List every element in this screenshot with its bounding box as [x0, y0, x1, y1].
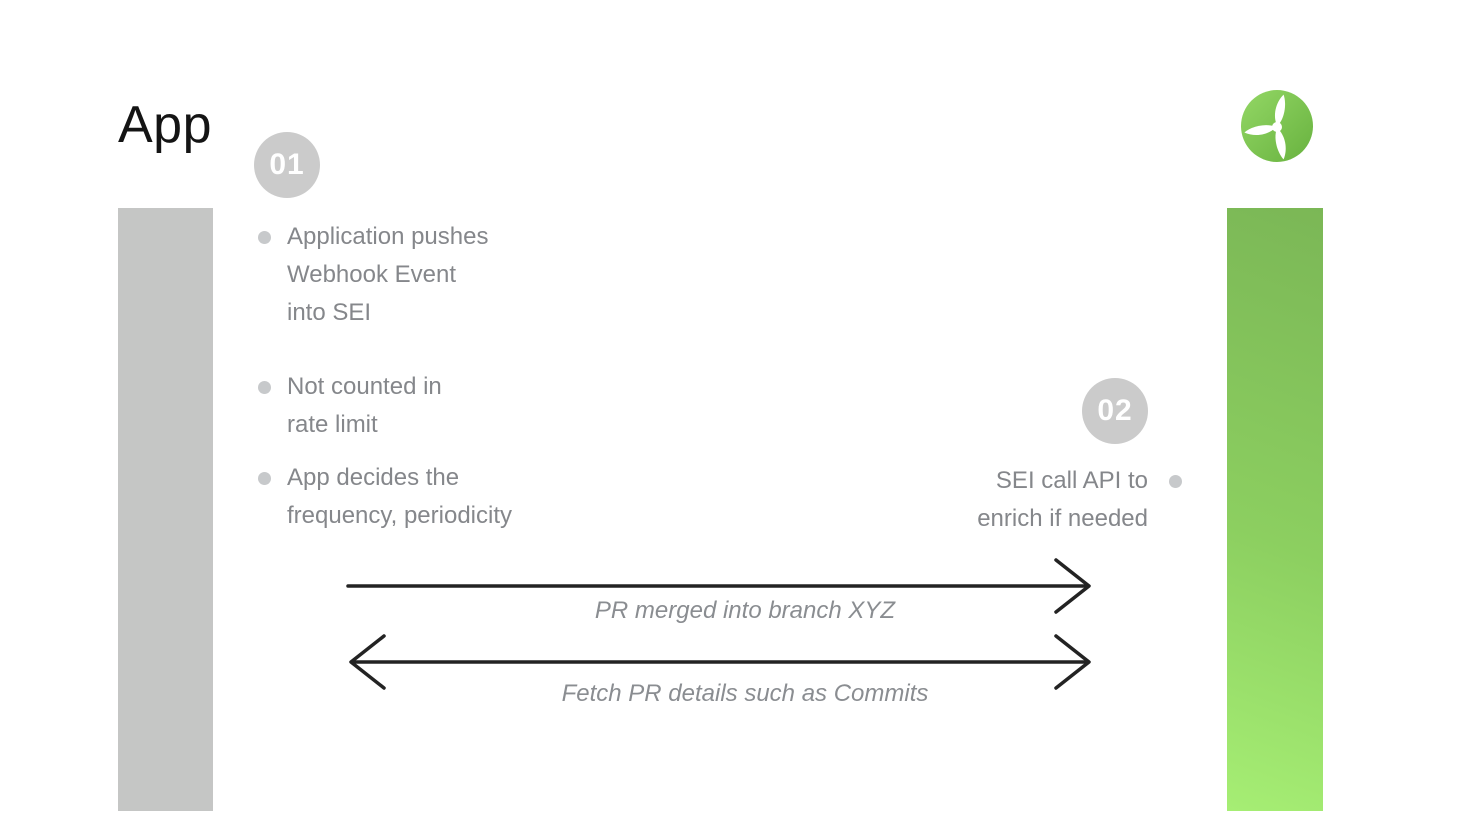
arrow-right-icon: [346, 554, 1094, 618]
arrow-label-fetch-pr: Fetch PR details such as Commits: [561, 680, 929, 707]
note-line: SEI call API to: [995, 467, 1148, 494]
step-badge-01: 01: [254, 132, 320, 198]
bullet-dot-icon: [1169, 475, 1182, 488]
app-gray-bar: [118, 208, 213, 811]
note-frequency: App decides the frequency, periodicity: [258, 459, 512, 535]
step-badge-02: 02: [1082, 378, 1148, 444]
sei-green-bar: [1227, 208, 1323, 811]
note-line: Not counted in: [287, 373, 442, 400]
arrow-label-pr-merged: PR merged into branch XYZ: [594, 597, 896, 624]
bullet-dot-icon: [258, 381, 271, 394]
bullet-dot-icon: [258, 472, 271, 485]
note-line: into SEI: [287, 299, 372, 326]
note-line: App decides the: [287, 464, 460, 491]
note-webhook-push: Application pushes Webhook Event into SE…: [258, 218, 488, 332]
note-line: frequency, periodicity: [287, 502, 512, 529]
propeller-logo: [1241, 90, 1313, 162]
note-sei-enrich: SEI call API to enrich if needed: [977, 462, 1182, 538]
note-line: rate limit: [287, 411, 378, 438]
note-line: Application pushes: [287, 223, 489, 250]
note-line: enrich if needed: [977, 505, 1148, 532]
bullet-dot-icon: [258, 231, 271, 244]
note-rate-limit: Not counted in rate limit: [258, 368, 442, 444]
arrow-double-icon: [346, 630, 1094, 694]
note-line: Webhook Event: [287, 261, 456, 288]
page-title: App: [118, 96, 213, 154]
